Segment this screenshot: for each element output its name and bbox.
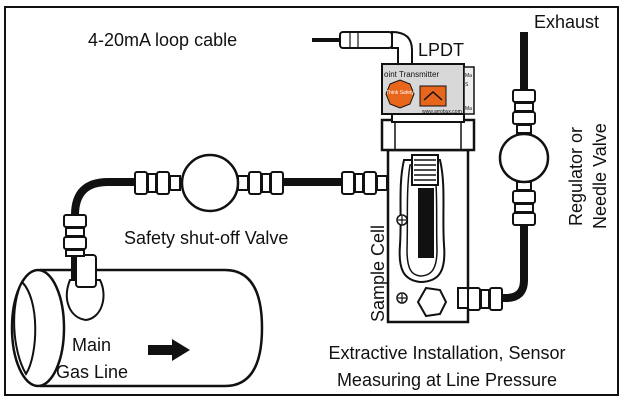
sample-cell [386, 148, 470, 324]
main-gas-line [10, 268, 264, 388]
caption-line-2: Measuring at Line Pressure [337, 370, 557, 390]
side-mark-mid: S [465, 82, 469, 88]
think-safety-badge-icon [385, 79, 415, 109]
exhaust-label: Exhaust [534, 12, 599, 32]
regulator-label-line2: Needle Valve [590, 123, 610, 229]
safety-valve-label: Safety shut-off Valve [124, 228, 288, 248]
side-mark-top: Ma [465, 73, 472, 79]
lpdt-transmitter: oint Transmitter Think Safety www.arrobu… [381, 63, 475, 115]
caption-line-1: Extractive Installation, Sensor [328, 343, 565, 363]
safety-valve-icon [180, 153, 240, 213]
book-logo-icon [419, 85, 447, 107]
loop-cable-label: 4-20mA loop cable [88, 30, 237, 50]
regulator-label-line1: Regulator or [566, 127, 586, 226]
transmitter-website: www.arrobux.com [422, 109, 462, 115]
vertical-fitting [63, 214, 87, 257]
needle-valve-icon [498, 132, 550, 184]
lpdt-label: LPDT [418, 40, 464, 60]
main-gas-line-label-1: Main [72, 335, 111, 355]
pipe-fittings [134, 171, 388, 195]
sample-cell-label: Sample Cell [368, 225, 388, 322]
side-mark-bottom: Ma [465, 106, 472, 112]
flow-arrow-icon [148, 339, 190, 361]
hex-plug-icon [416, 286, 448, 318]
transmitter-collar [380, 111, 476, 152]
transmitter-title: oint Transmitter [384, 70, 439, 79]
main-gas-line-label-2: Gas Line [56, 362, 128, 382]
loop-cable-connector [312, 30, 413, 65]
outlet-pipe [457, 32, 536, 311]
badge-text: Think Safety [386, 90, 414, 96]
